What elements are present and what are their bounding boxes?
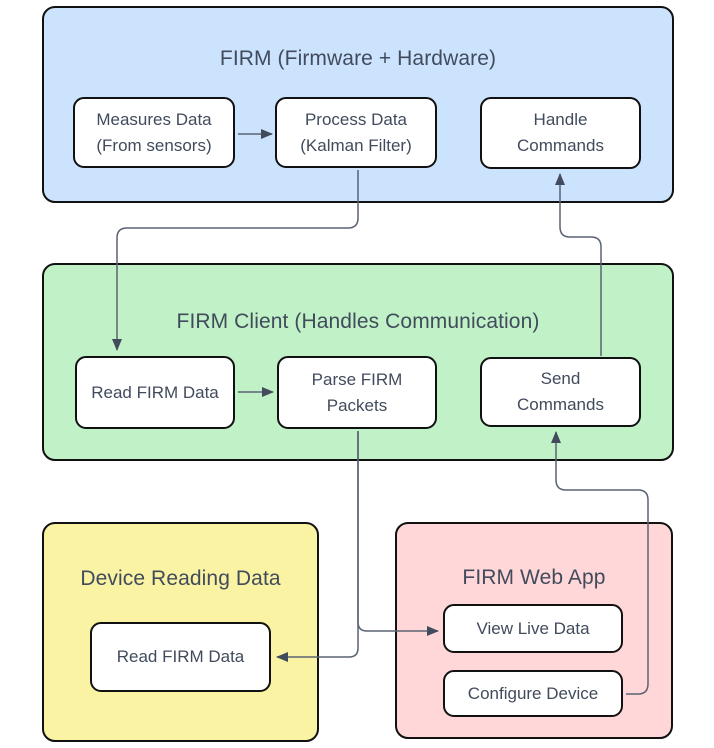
group-firm-client-title: FIRM Client (Handles Communication) [176, 310, 540, 333]
node-handle-commands: Handle Commands [480, 97, 641, 169]
node-parse-firm-packets: Parse FIRM Packets [277, 356, 437, 429]
node-read-firm-data-device: Read FIRM Data [90, 622, 271, 692]
node-view-live-data: View Live Data [443, 604, 623, 653]
node-read-firm-data-client: Read FIRM Data [75, 356, 235, 429]
node-send-commands: Send Commands [480, 357, 641, 427]
group-firm-web-app-title: FIRM Web App [462, 566, 606, 589]
node-configure-device: Configure Device [443, 670, 623, 717]
group-firm-title: FIRM (Firmware + Hardware) [219, 47, 497, 70]
node-measures-data: Measures Data (From sensors) [73, 97, 235, 168]
node-process-data: Process Data (Kalman Filter) [275, 97, 437, 168]
group-device-reading-data-title: Device Reading Data [80, 567, 281, 590]
